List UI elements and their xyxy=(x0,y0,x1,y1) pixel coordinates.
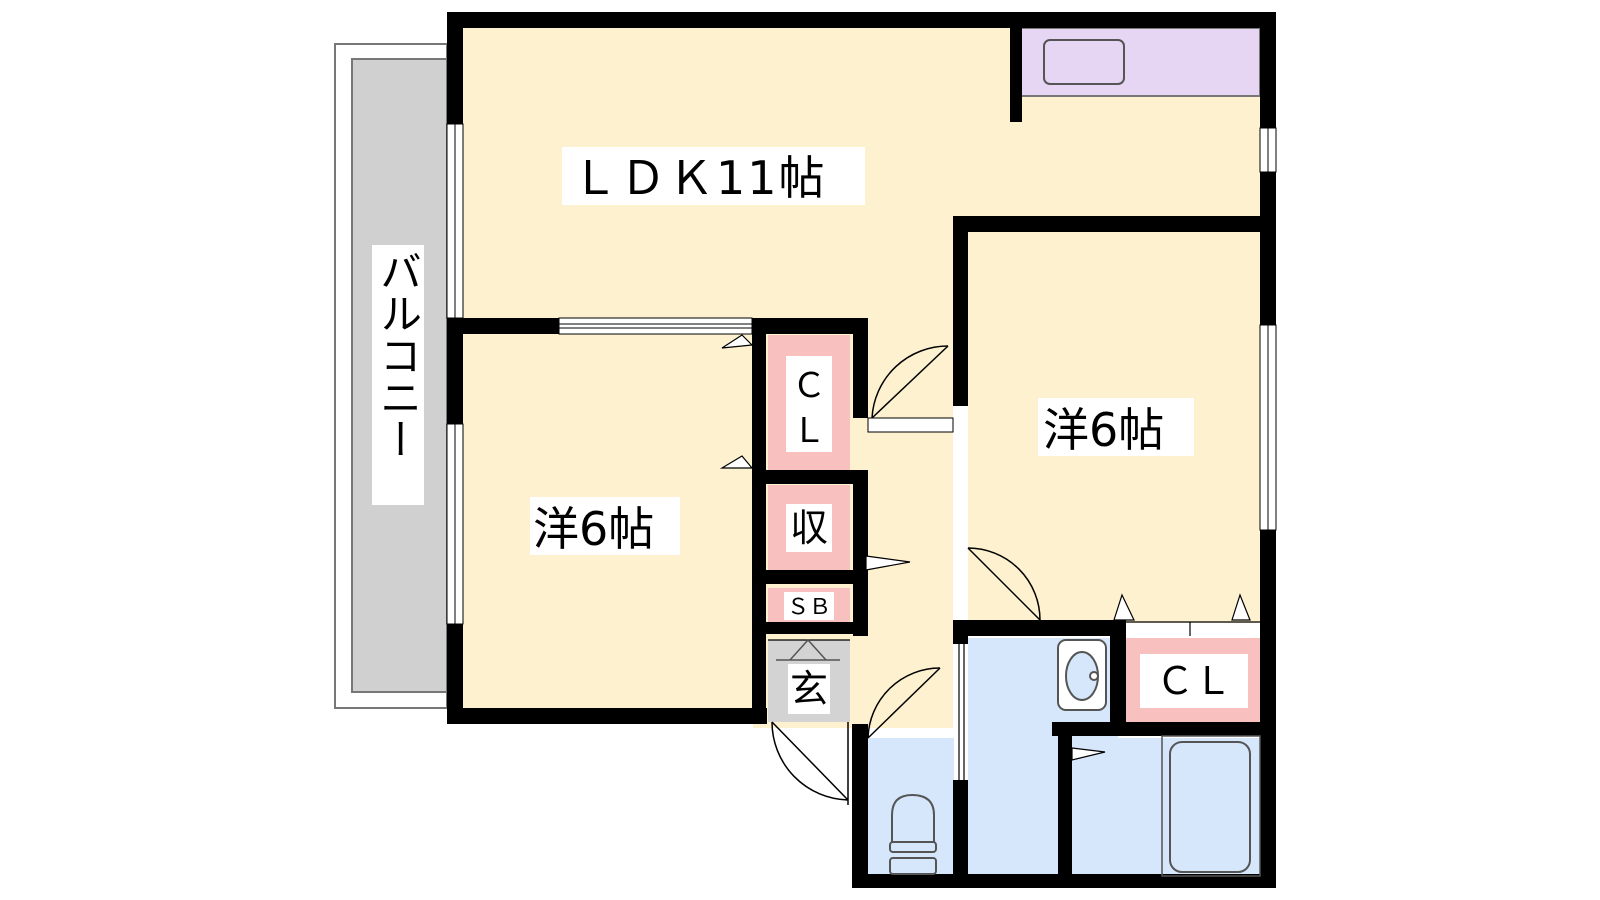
entrance-step xyxy=(776,638,840,661)
western-right-label: 洋6帖 xyxy=(1043,403,1164,457)
bathtub-icon xyxy=(1161,735,1261,877)
storage-label: 収 xyxy=(790,506,828,550)
sliding-door-markers xyxy=(719,334,1260,780)
door-swing-icon xyxy=(771,345,1041,805)
closet-right-label: ＣＬ xyxy=(1156,659,1232,703)
room-labels: ＬＤＫ11帖 洋6帖 洋6帖 Ｃ Ｌ 収 ＳＢ 玄 ＣＬ xyxy=(530,147,1248,714)
ldk-label: ＬＤＫ11帖 xyxy=(572,151,827,205)
windows xyxy=(446,123,1277,625)
balcony: バルコニー xyxy=(334,43,448,709)
closet-left-label-1: Ｃ xyxy=(792,366,826,406)
closet-left-label-2: Ｌ xyxy=(792,411,826,451)
entrance-label: 玄 xyxy=(790,667,828,711)
washbasin-icon xyxy=(1057,639,1107,711)
shoebox-label: ＳＢ xyxy=(787,595,831,620)
toilet-icon xyxy=(889,793,937,875)
washroom-floor xyxy=(968,638,1058,878)
walls xyxy=(447,12,1276,888)
kitchen-sink-icon xyxy=(1043,39,1125,85)
balcony-label: バルコニー xyxy=(374,250,423,460)
western-left-label: 洋6帖 xyxy=(533,502,654,556)
